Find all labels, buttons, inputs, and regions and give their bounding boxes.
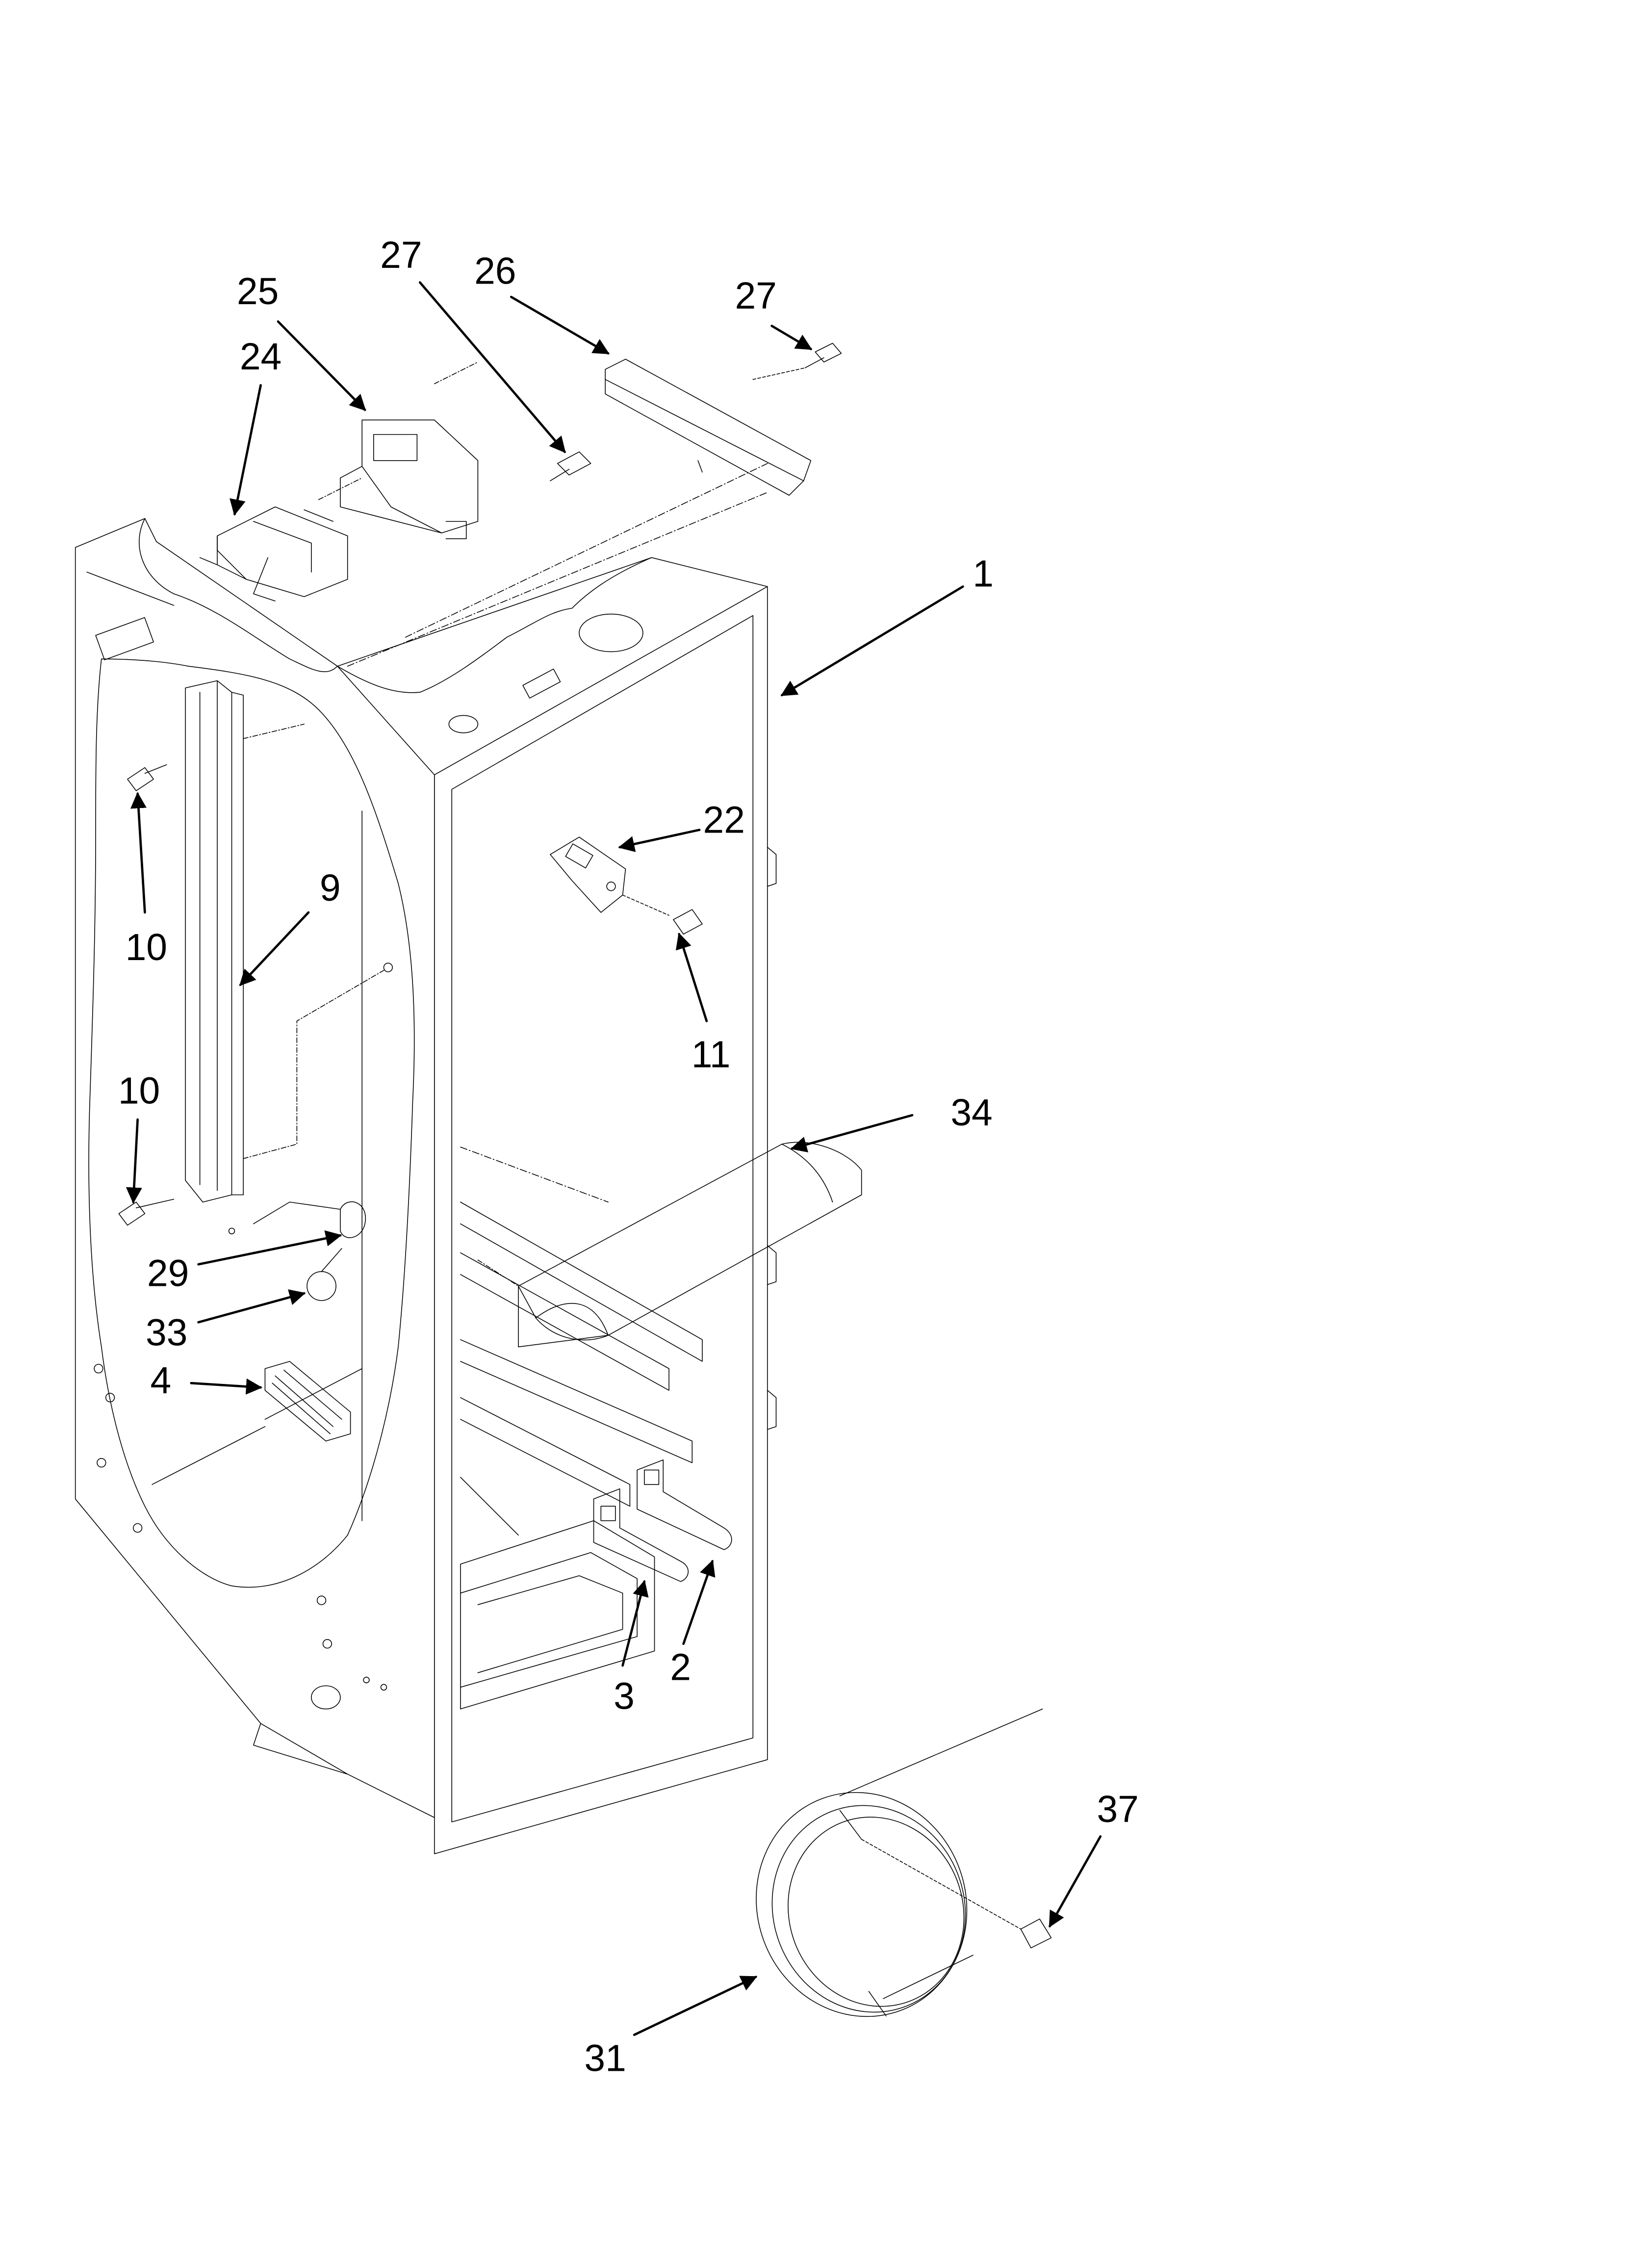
shelf-support-part xyxy=(185,680,392,1202)
callout-31: 31 xyxy=(584,2038,626,2080)
leader-29 xyxy=(197,1230,342,1266)
leader-33 xyxy=(197,1289,306,1324)
screw-10-lower-part xyxy=(119,1199,174,1225)
callout-37: 37 xyxy=(1097,1789,1138,1830)
callout-26: 26 xyxy=(474,251,516,292)
leader-3 xyxy=(621,1580,649,1667)
light-socket-part xyxy=(229,1202,366,1238)
top-rail-part xyxy=(605,359,811,495)
callout-29: 29 xyxy=(147,1252,189,1294)
leader-37 xyxy=(1049,1835,1102,1928)
leader-34 xyxy=(790,1114,914,1153)
screw-27-left-part xyxy=(550,452,591,481)
control-housing-part xyxy=(200,507,348,601)
callout-11: 11 xyxy=(692,1034,731,1076)
callout-33: 33 xyxy=(146,1312,187,1354)
shelf-clip-3-part xyxy=(594,1489,689,1582)
callout-27b: 27 xyxy=(735,275,776,317)
leader-10b xyxy=(126,1118,142,1204)
leader-1 xyxy=(780,585,964,697)
callout-34: 34 xyxy=(950,1092,992,1134)
leader-25 xyxy=(277,320,366,411)
grille-part xyxy=(152,1361,362,1485)
leader-10a xyxy=(130,792,147,914)
leader-27b xyxy=(770,324,813,350)
leader-9 xyxy=(239,911,310,986)
bracket-22-part xyxy=(550,837,669,915)
screw-10-upper-part xyxy=(128,765,167,791)
leader-26 xyxy=(510,295,610,355)
callout-22: 22 xyxy=(703,799,745,841)
callout-4: 4 xyxy=(150,1360,171,1402)
mounting-bracket-part xyxy=(319,362,478,539)
callout-10b: 10 xyxy=(118,1070,160,1112)
leader-22 xyxy=(618,829,701,852)
leader-lines xyxy=(126,281,1102,2036)
screw-27-right-part xyxy=(753,343,841,380)
leader-2 xyxy=(682,1560,716,1645)
screw-11-part xyxy=(673,910,702,934)
leader-27a xyxy=(418,281,566,453)
leader-31 xyxy=(633,1976,758,2036)
callout-9: 9 xyxy=(320,867,341,909)
callout-2: 2 xyxy=(670,1646,691,1688)
callout-3: 3 xyxy=(614,1675,635,1717)
callout-25: 25 xyxy=(237,271,279,313)
leader-11 xyxy=(675,932,708,1022)
leader-4 xyxy=(190,1378,262,1395)
tubing-coil-part xyxy=(725,1709,1043,2046)
callout-27a: 27 xyxy=(380,235,422,276)
light-bulb-part xyxy=(307,1249,342,1301)
leader-24 xyxy=(230,384,262,516)
callout-1: 1 xyxy=(973,553,994,595)
callout-10a: 10 xyxy=(126,927,167,968)
callout-24: 24 xyxy=(240,336,282,378)
screw-37-part xyxy=(1021,1919,1051,1948)
callout-labels: 25 24 27 26 27 1 22 11 10 9 10 34 29 33 … xyxy=(118,235,1139,2079)
shelf-clip-2-part xyxy=(637,1460,732,1550)
cabinet-liner-part xyxy=(76,464,776,1854)
